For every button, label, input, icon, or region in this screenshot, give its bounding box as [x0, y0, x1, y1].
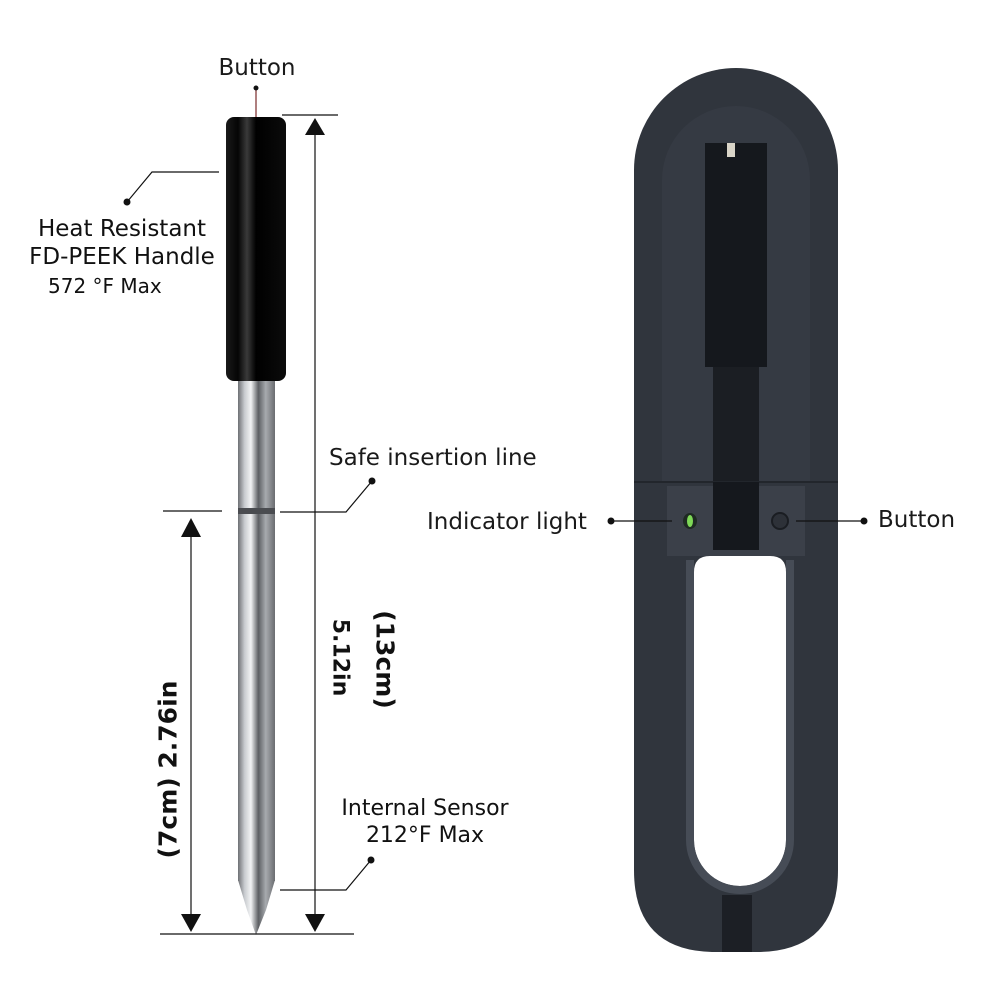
safe-insertion-label: Safe insertion line	[329, 445, 537, 471]
handle-label-line2: FD-PEEK Handle	[29, 244, 215, 270]
charger-button-icon	[771, 512, 789, 530]
sensor-label-line1: Internal Sensor	[341, 796, 509, 821]
charger-button-label: Button	[878, 507, 956, 533]
total-length-cm: (13cm)	[370, 610, 400, 709]
handle-label: Heat Resistant FD-PEEK Handle 572 °F Max	[22, 215, 222, 301]
probe-handle	[226, 117, 286, 381]
handle-label-line1: Heat Resistant	[37, 216, 207, 242]
sensor-label-line2: 212°F Max	[365, 823, 485, 848]
insert-length: (7cm) 2.76in	[153, 680, 183, 859]
safe-insertion-ring	[238, 508, 275, 514]
handle-label-line3: 572 °F Max	[48, 274, 162, 298]
indicator-light-label: Indicator light	[427, 509, 587, 535]
probe-shaft	[238, 381, 275, 935]
probe-button-label: Button	[218, 55, 296, 81]
charger-body	[634, 68, 838, 952]
total-length-in: 5.12in	[327, 618, 353, 697]
sensor-label: Internal Sensor 212°F Max	[325, 795, 525, 849]
